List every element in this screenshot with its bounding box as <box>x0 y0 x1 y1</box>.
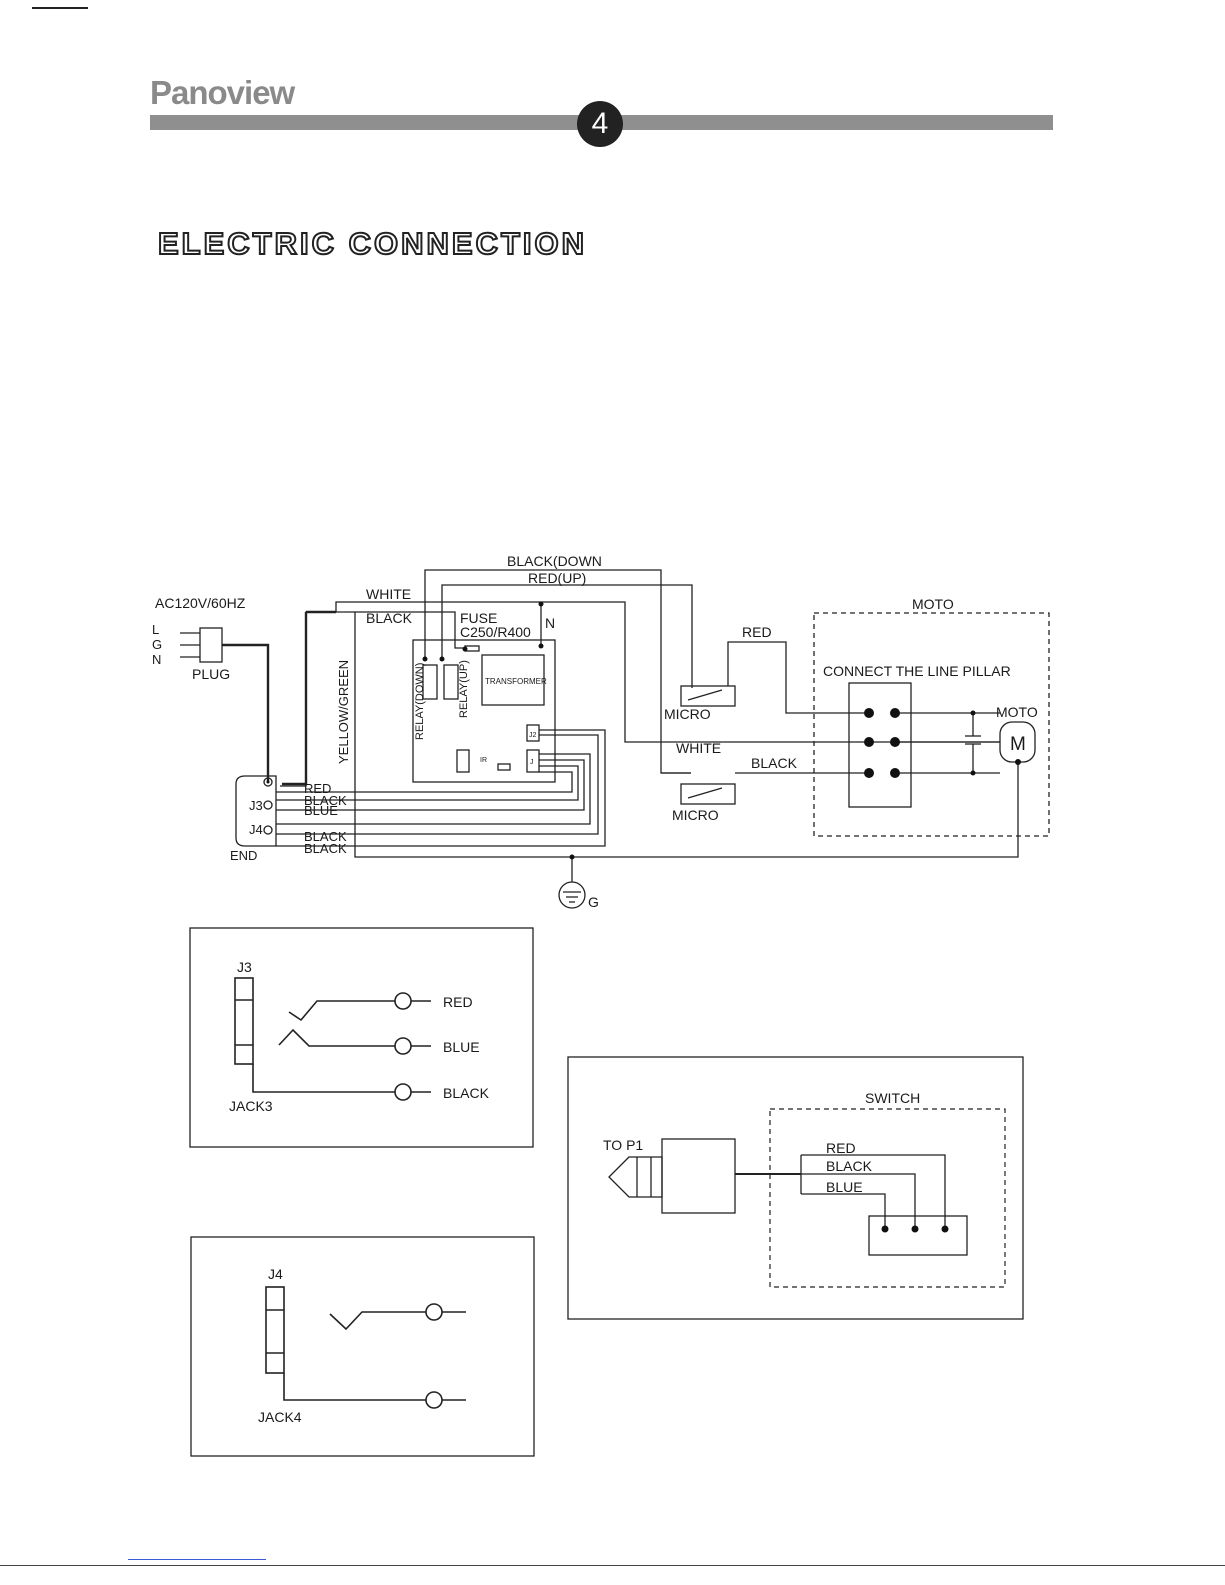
page-number-badge: 4 <box>577 101 623 147</box>
switch-wire-red: RED <box>826 1140 856 1156</box>
end-wire-3: BLUE <box>304 803 338 818</box>
pillar-label: CONNECT THE LINE PILLAR <box>823 663 1011 679</box>
footer-link-underline <box>128 1559 266 1560</box>
jack4-name: JACK4 <box>258 1409 302 1425</box>
footer-rule <box>0 1565 1225 1566</box>
jack3-panel: J3 JACK3 RED BLUE BLACK <box>189 927 534 1148</box>
black-down-label: BLACK(DOWN <box>507 553 602 569</box>
brand-logo: Panoview <box>150 74 295 111</box>
white-wire-label: WHITE <box>366 586 411 602</box>
fuse-label: FUSE <box>460 610 497 626</box>
motor-label: MOTO <box>996 704 1038 720</box>
j4-end-label: J4 <box>249 822 263 837</box>
plug-pin-g: G <box>152 637 162 652</box>
motor-symbol: M <box>1010 734 1026 755</box>
switch-wire-black: BLACK <box>826 1158 873 1174</box>
ground-label: G <box>588 894 599 910</box>
red-pillar-label: RED <box>742 624 772 640</box>
micro-switch-top <box>680 685 736 707</box>
switch-terminal <box>868 1215 968 1256</box>
jack3-label: J3 <box>237 959 252 975</box>
micro-switch-bottom <box>680 783 736 805</box>
neutral-label: N <box>545 615 555 631</box>
jack4-panel: J4 JACK4 <box>190 1236 535 1457</box>
jack3-wire-black: BLACK <box>443 1085 490 1101</box>
plug-pin-n: N <box>152 652 161 667</box>
switch-title: SWITCH <box>865 1090 920 1106</box>
white-pillar-label: WHITE <box>676 740 721 756</box>
j-label: J <box>530 759 534 766</box>
moto-box <box>813 612 1050 837</box>
red-up-label: RED(UP) <box>528 570 586 586</box>
end-wire-5: BLACK <box>304 841 347 856</box>
moto-box-title: MOTO <box>912 596 954 612</box>
relay-down-label: RELAY(DOWN) <box>414 663 426 740</box>
black-wire-label: BLACK <box>366 610 413 626</box>
transformer-label: TRANSFORMER <box>485 677 547 686</box>
yellow-green-label: YELLOW/GREEN <box>336 660 351 764</box>
plug-label: PLUG <box>192 666 230 682</box>
end-wire-1: RED <box>304 781 331 796</box>
switch-box <box>769 1108 1006 1288</box>
switch-wire-blue: BLUE <box>826 1179 863 1195</box>
supply-label: AC120V/60HZ <box>155 595 246 611</box>
ground-symbol <box>558 881 586 909</box>
top-edge-rule <box>32 7 88 9</box>
j2-label: J2 <box>529 732 537 739</box>
plug-pin-l: L <box>152 622 159 637</box>
ir-label: IR <box>480 757 487 764</box>
jack3-name: JACK3 <box>229 1098 273 1114</box>
control-board <box>412 639 556 783</box>
end-label: END <box>230 848 257 863</box>
micro-top-label: MICRO <box>664 706 711 722</box>
line-pillar <box>848 682 912 808</box>
black-pillar-label: BLACK <box>751 755 798 771</box>
relay-up <box>443 664 459 700</box>
micro-bottom-label: MICRO <box>672 807 719 823</box>
section-title: ELECTRIC CONNECTION <box>157 225 587 262</box>
end-wire-2: BLACK <box>304 793 347 808</box>
fuse-spec: C250/R400 <box>460 624 531 640</box>
end-block <box>235 775 277 847</box>
relay-up-label: RELAY(UP) <box>458 660 470 718</box>
jack3-wire-blue: BLUE <box>443 1039 480 1055</box>
to-p1-label: TO P1 <box>603 1137 643 1153</box>
plug-body <box>199 627 223 663</box>
j3-end-label: J3 <box>249 798 263 813</box>
end-wire-4: BLACK <box>304 829 347 844</box>
jack3-wire-red: RED <box>443 994 473 1010</box>
switch-panel: TO P1 SWITCH RED BLACK BLUE <box>567 1056 1024 1320</box>
jack4-label: J4 <box>268 1266 283 1282</box>
transformer <box>481 654 545 706</box>
plug-housing <box>661 1138 736 1214</box>
plug-tip <box>608 1156 663 1198</box>
relay-down <box>422 664 438 700</box>
